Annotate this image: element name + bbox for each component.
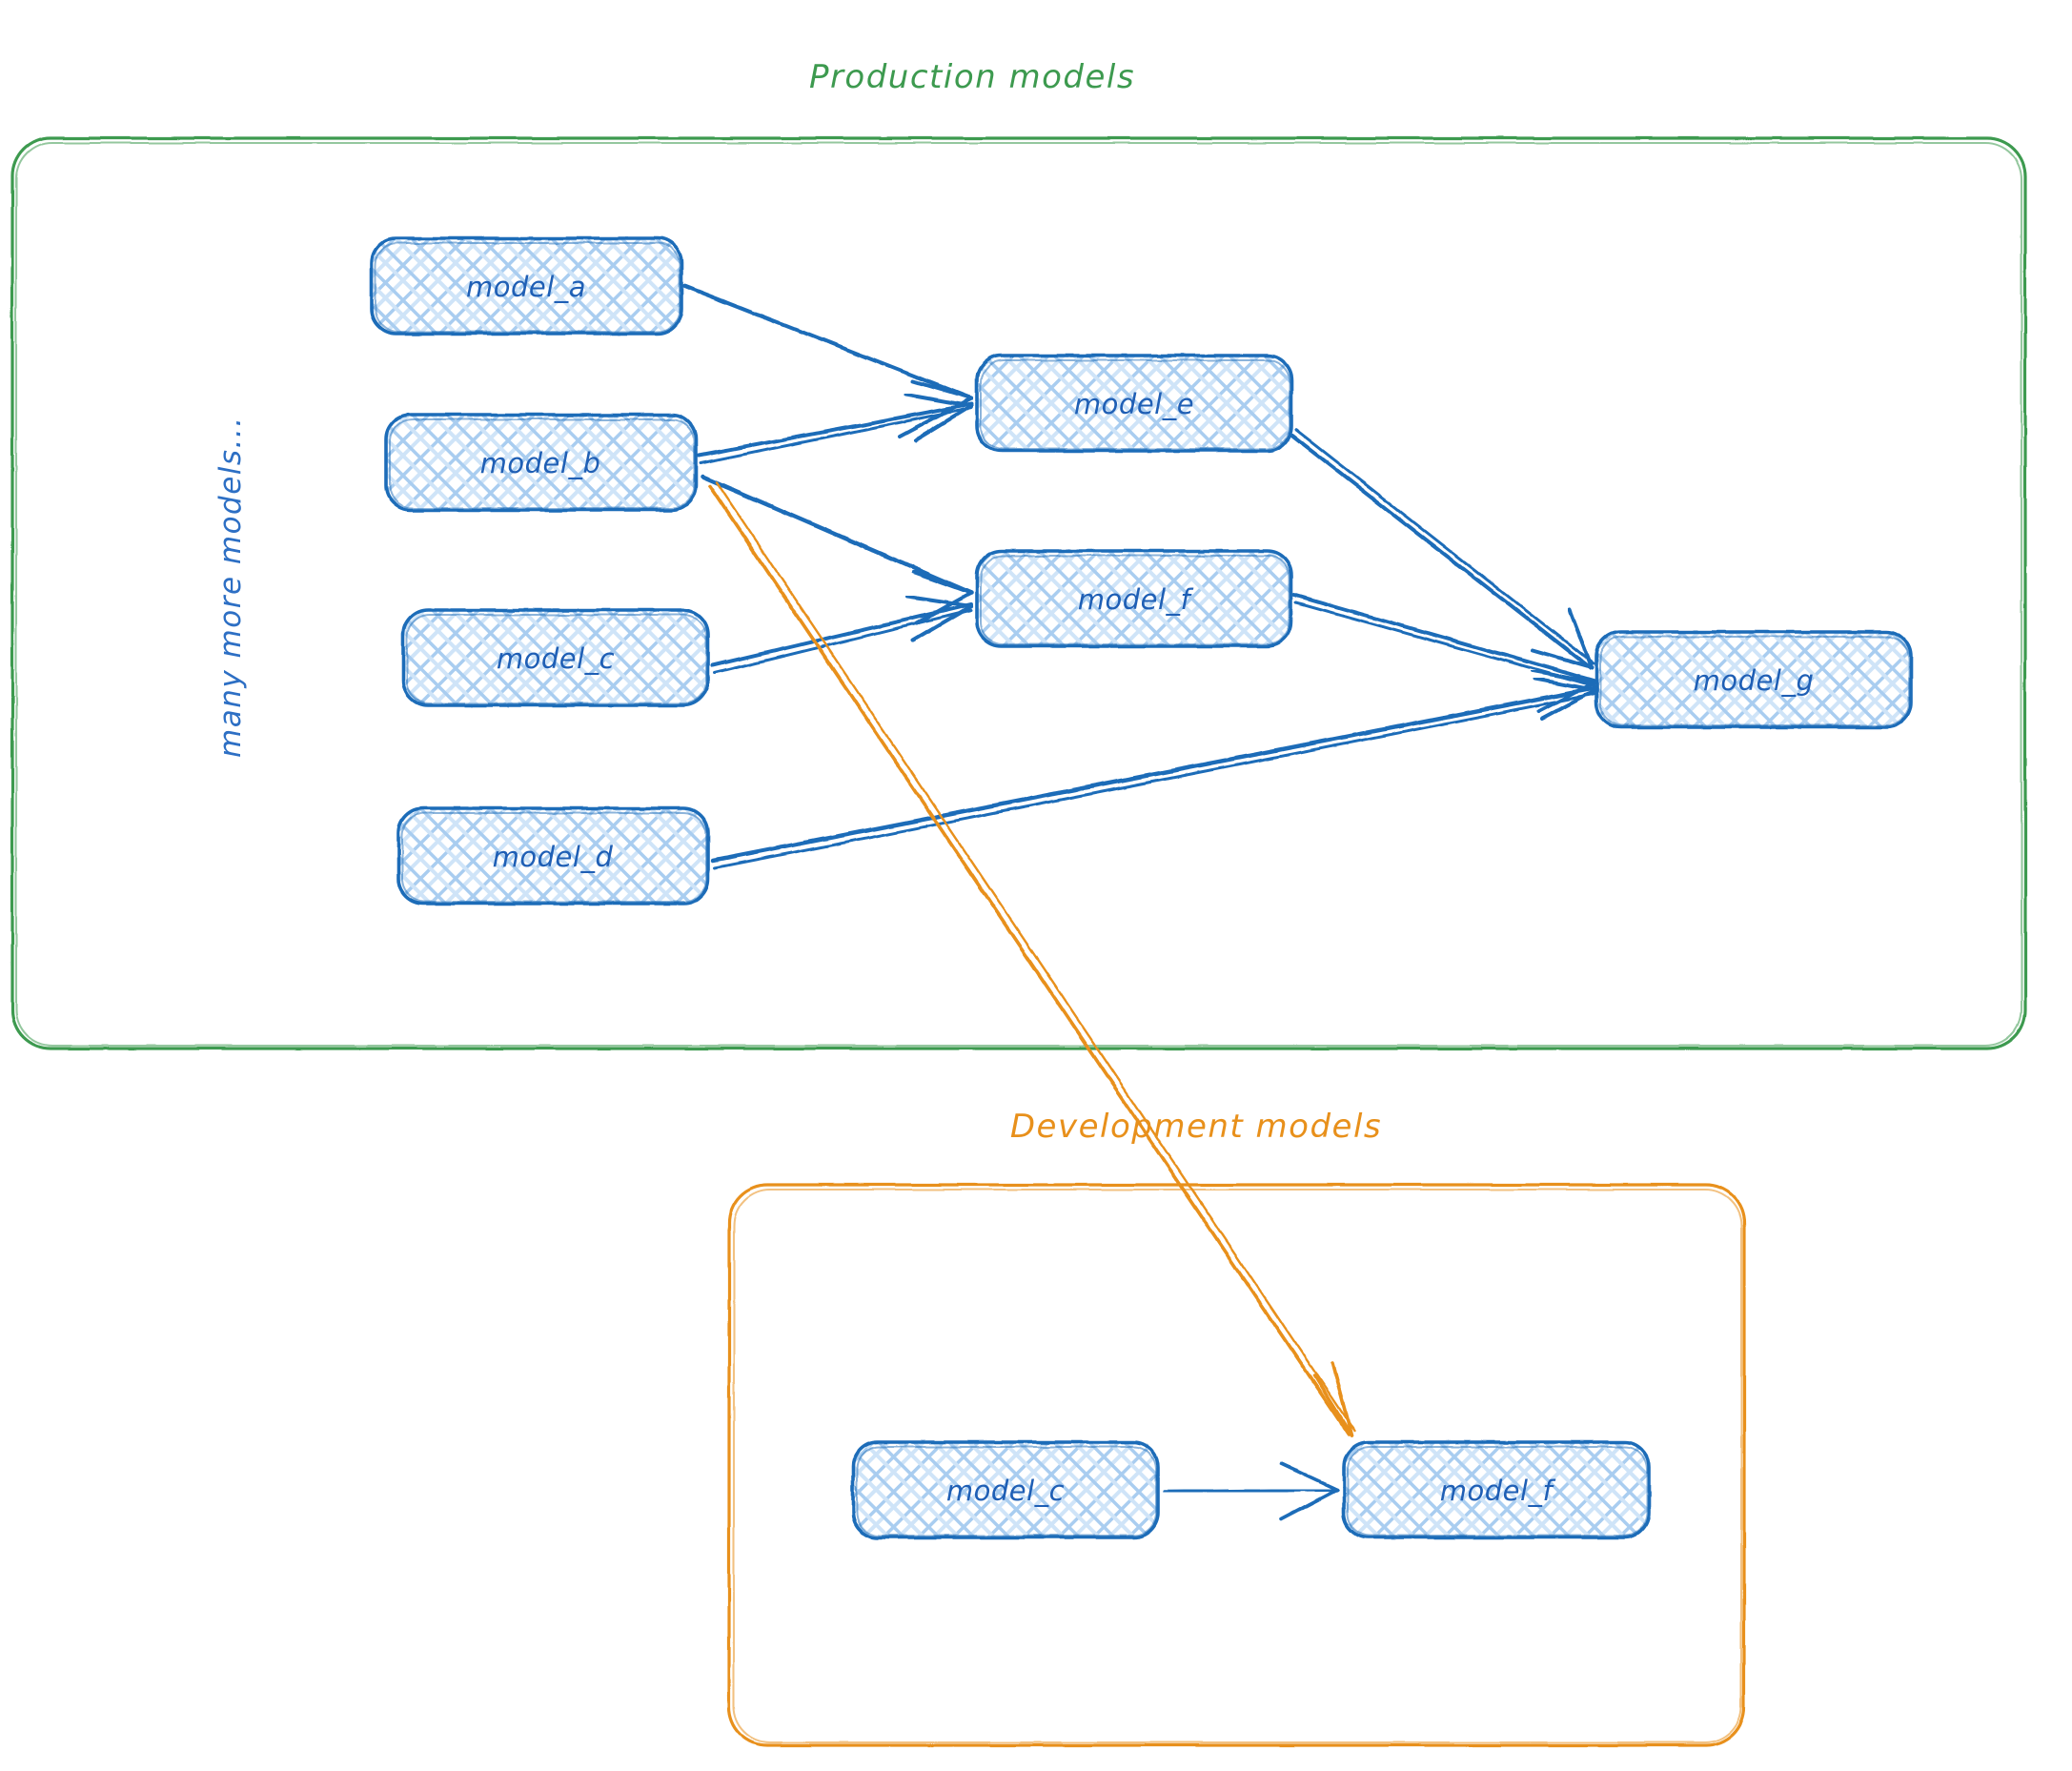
group-development[interactable]: Development models [727,1108,1746,1747]
node-model-e-fill [977,356,1291,451]
node-model-c-label: model_c [497,642,615,675]
edge-dev-model-c-to-dev-model-f[interactable] [1163,1462,1339,1521]
node-dev-model-f-border [1342,1440,1651,1539]
node-layer: model_a model_b model_c model_d [370,236,1913,1539]
node-model-g-border-echo [1599,636,1910,726]
node-model-b-border [384,413,698,512]
production-group-border-echo [14,141,2023,1048]
edge-model-b-to-dev-model-f-crossenv[interactable] [708,480,1356,1437]
node-model-d-fill [398,808,708,904]
node-model-a-border-echo [375,242,681,333]
node-model-e[interactable]: model_e [975,354,1293,453]
edge-model-f-to-model-g[interactable] [1292,593,1597,713]
node-model-f[interactable]: model_f [975,549,1293,648]
node-model-f-fill [977,551,1291,646]
production-group-border [10,136,2027,1050]
edge-model-e-to-model-g[interactable] [1290,428,1595,669]
edge-model-c-to-model-f[interactable] [711,595,973,675]
group-production[interactable]: Production models [10,58,2027,1050]
node-dev-model-f-border-echo [1347,1446,1648,1537]
node-model-g-fill [1596,632,1911,727]
development-group-border [727,1183,1746,1747]
node-dev-model-c-fill [853,1442,1158,1537]
node-model-d-border [396,806,710,906]
node-model-d[interactable]: model_d [396,806,710,906]
node-model-d-label: model_d [493,841,614,873]
node-model-d-border-echo [401,812,707,903]
node-model-c[interactable]: model_c [401,608,710,707]
node-model-b-border-echo [389,418,695,509]
node-model-f-border-echo [980,555,1290,645]
node-model-a-label: model_a [466,271,586,303]
node-model-c-fill [403,610,708,705]
node-dev-model-c-border [851,1440,1160,1539]
node-model-a-fill [372,238,681,334]
node-dev-model-c-border-echo [856,1446,1157,1537]
node-model-c-border-echo [406,614,707,704]
edge-model-b-to-model-f[interactable] [700,474,974,625]
node-model-c-border [401,608,710,707]
edge-model-b-to-model-e[interactable] [697,393,973,465]
side-note-many-more-models: many more models... [213,416,248,758]
node-model-g[interactable]: model_g [1595,630,1913,729]
node-model-a-border [370,236,683,336]
node-dev-model-f[interactable]: model_f [1342,1440,1651,1539]
node-dev-model-f-label: model_f [1440,1475,1556,1507]
node-model-e-border-echo [980,359,1290,450]
node-model-a[interactable]: model_a [370,236,683,336]
development-group-label: Development models [1010,1108,1382,1146]
edge-model-d-to-model-g[interactable] [710,677,1597,870]
node-dev-model-c[interactable]: model_c [851,1440,1160,1539]
node-model-e-label: model_e [1074,388,1194,420]
node-model-g-border [1595,630,1913,729]
node-model-e-border [975,354,1293,453]
development-group-border-echo [732,1188,1743,1744]
node-model-b-fill [386,415,696,510]
node-model-b-label: model_b [480,447,601,479]
production-group-label: Production models [809,58,1135,96]
node-model-f-border [975,549,1293,648]
node-dev-model-f-fill [1344,1442,1649,1537]
side-note-label: many more models... [213,416,248,758]
node-model-g-label: model_g [1694,664,1815,697]
edge-layer [682,284,1597,1521]
node-model-f-label: model_f [1078,583,1194,616]
node-model-b[interactable]: model_b [384,413,698,512]
node-dev-model-c-label: model_c [946,1475,1065,1507]
